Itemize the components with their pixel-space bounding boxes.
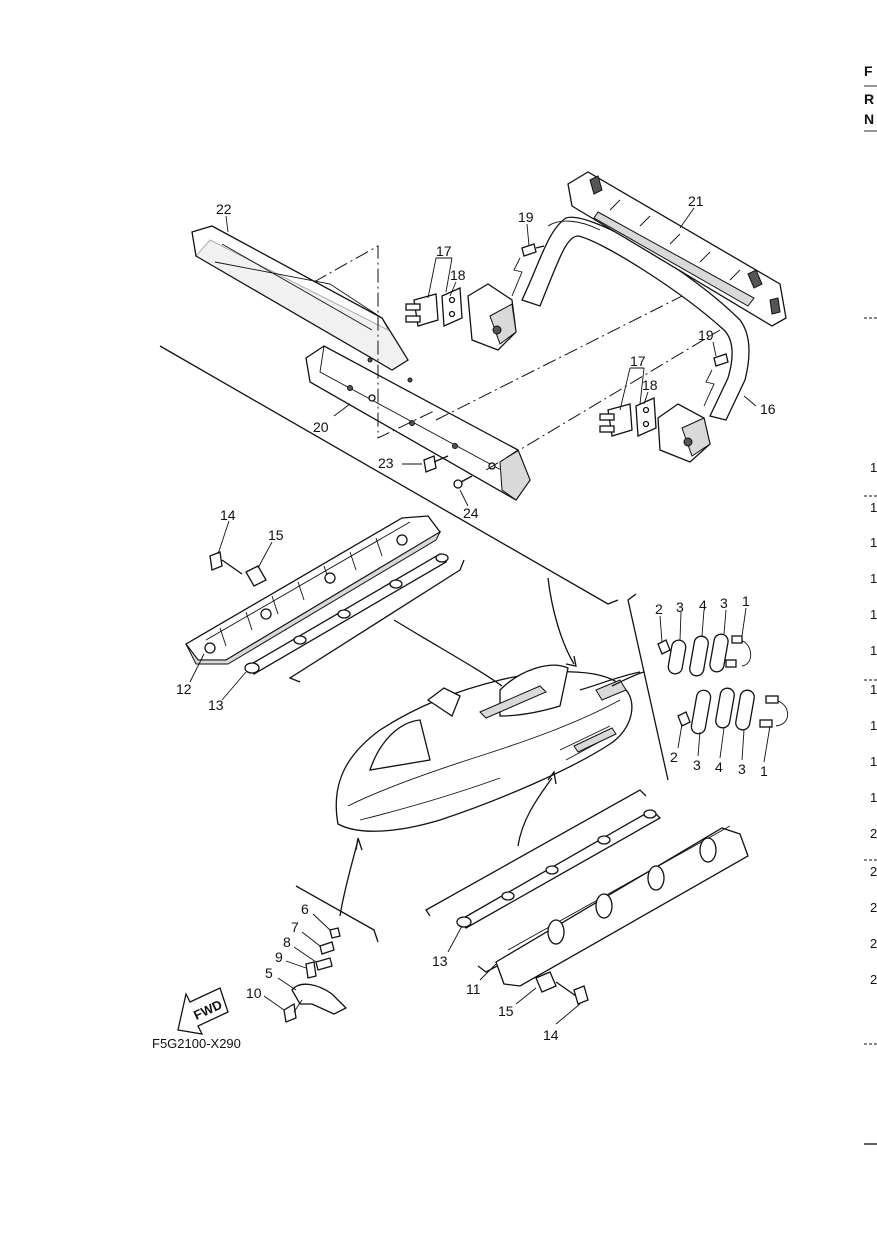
callout-3: 3: [720, 595, 728, 611]
arrow-head: [547, 770, 557, 785]
callout-23: 23: [378, 455, 394, 471]
alignment-line: [313, 245, 437, 439]
watercraft-overview: [335, 664, 641, 832]
edge-ref: 1: [870, 718, 877, 733]
part-21-grip-cover: [567, 171, 787, 327]
upper-assembly: [159, 171, 787, 605]
callout-5: 5: [265, 965, 273, 981]
edge-ref: 1: [870, 460, 877, 475]
callout-1: 1: [742, 593, 750, 609]
section-boundary: [295, 885, 379, 943]
section-boundary-line: [159, 345, 619, 605]
edge-ref: 2: [870, 972, 877, 987]
collar-15-right: [535, 971, 557, 993]
connector-line: [339, 839, 359, 917]
collar-15-left: [245, 565, 267, 587]
part-16-handle-tube: [521, 216, 750, 421]
connector-line: [547, 577, 575, 665]
edge-ref: 1: [870, 643, 877, 658]
part-22-pad: [191, 225, 409, 371]
callouts: 22 19 21 17 18 19 17 18 16 20 23 24 14 1…: [176, 193, 776, 1043]
part-20-base-rail: [305, 345, 531, 501]
callout-3: 3: [693, 757, 701, 773]
edge-ref: 2: [870, 936, 877, 951]
callout-18: 18: [642, 377, 658, 393]
fwd-arrow-icon: FWD: [177, 987, 229, 1035]
hardware-panel: [627, 593, 788, 781]
arrow-head: [565, 655, 577, 667]
screw-24: [453, 475, 473, 489]
callout-15: 15: [498, 1003, 514, 1019]
right-sponson-assembly: [425, 789, 749, 1005]
callout-21: 21: [688, 193, 704, 209]
connector-line: [517, 777, 553, 847]
intake-detail: [283, 885, 379, 1023]
edge-ref: 1: [870, 535, 877, 550]
callout-22: 22: [216, 201, 232, 217]
callout-19: 19: [518, 209, 534, 225]
bolt-14-left: [209, 551, 243, 575]
left-sponson-assembly: [185, 515, 465, 683]
edge-ref: 1: [870, 571, 877, 586]
edge-header-f: F: [864, 63, 873, 79]
edge-ref: 1: [870, 754, 877, 769]
alignment-line: [485, 329, 721, 471]
callout-9: 9: [275, 949, 283, 965]
callout-2: 2: [655, 601, 663, 617]
panel-boundary: [627, 593, 669, 781]
callout-24: 24: [463, 505, 479, 521]
callout-18: 18: [450, 267, 466, 283]
edge-ref: 1: [870, 607, 877, 622]
callout-13: 13: [432, 953, 448, 969]
part-11-sponson: [495, 827, 749, 987]
callout-17: 17: [436, 243, 452, 259]
diagram-code: F5G2100-X290: [152, 1036, 241, 1051]
edge-ref: 1: [870, 790, 877, 805]
leader-lines: [189, 207, 771, 1025]
bolt-14-right: [555, 981, 589, 1005]
callout-16: 16: [760, 401, 776, 417]
callout-6: 6: [301, 901, 309, 917]
callout-20: 20: [313, 419, 329, 435]
callout-14: 14: [220, 507, 236, 523]
callout-11: 11: [466, 981, 481, 997]
section-boundary: [288, 559, 465, 683]
callout-1: 1: [760, 763, 768, 779]
upper-bracket-set: [405, 243, 545, 351]
callout-14: 14: [543, 1027, 559, 1043]
callout-3: 3: [738, 761, 746, 777]
connector-line: [611, 671, 645, 687]
edge-header-r: R: [864, 91, 874, 107]
edge-ref: 2: [870, 864, 877, 879]
section-boundary: [425, 789, 647, 917]
callout-19: 19: [698, 327, 714, 343]
edge-ref: 1: [870, 682, 877, 697]
edge-ref: 2: [870, 900, 877, 915]
callout-12: 12: [176, 681, 192, 697]
callout-15: 15: [268, 527, 284, 543]
callout-10: 10: [246, 985, 262, 1001]
connector-line: [393, 619, 503, 687]
callout-7: 7: [291, 919, 299, 935]
right-edge-column: F R N 1 1 1 1 1 1 1 1 1 1 2 2 2 2 2: [864, 63, 877, 1145]
arrow-head: [355, 837, 363, 851]
callout-3: 3: [676, 599, 684, 615]
callout-4: 4: [715, 759, 723, 775]
edge-ref: 1: [870, 500, 877, 515]
callout-2: 2: [670, 749, 678, 765]
lower-bracket-set: [599, 353, 729, 463]
callout-13: 13: [208, 697, 224, 713]
edge-header-n: N: [864, 111, 874, 127]
callout-4: 4: [699, 597, 707, 613]
callout-8: 8: [283, 934, 291, 950]
bolt-23: [423, 455, 449, 473]
edge-ref: 2: [870, 826, 877, 841]
callout-17: 17: [630, 353, 646, 369]
